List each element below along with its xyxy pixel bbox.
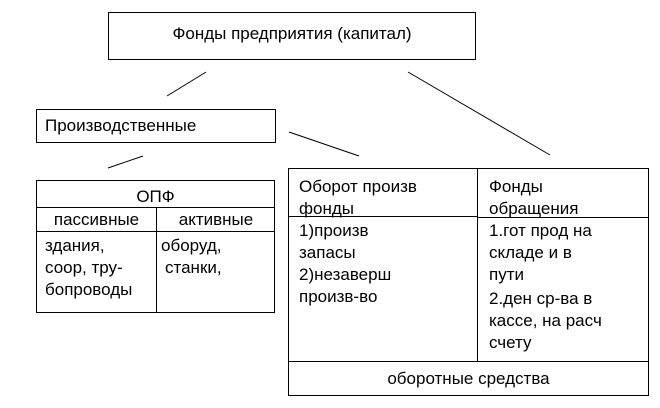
opf-header-divider [37, 207, 274, 208]
circulation-item-line: кассе, на расч [489, 311, 602, 330]
working-capital-column-divider [477, 169, 478, 361]
circulation-item-line: 2.ден ср-ва в [489, 289, 593, 308]
opf-passive-line: бопроводы [45, 280, 133, 299]
root-box: Фонды предприятия (капитал) [108, 12, 476, 60]
opf-table: ОПФ пассивные активные здания, соор, тру… [36, 180, 275, 313]
working-capital-label: оборотные средства [387, 369, 550, 388]
circulation-item-line: счету [489, 333, 532, 352]
turnover-header-divider [289, 216, 477, 217]
circulation-header-divider [477, 217, 648, 218]
connector-root-circulation [407, 71, 551, 156]
circulation-item-line: пути [489, 265, 524, 284]
root-label: Фонды предприятия (капитал) [172, 24, 412, 43]
connector-production-opf [107, 155, 144, 169]
circulation-title-line: обращения [489, 199, 579, 218]
opf-passive-header: пассивные [53, 210, 140, 229]
opf-body-divider [37, 231, 274, 232]
turnover-item-line: 1)произв [299, 221, 369, 240]
opf-title: ОПФ [136, 187, 175, 206]
circulation-item-line: 1.гот прод на [489, 221, 592, 240]
opf-passive-line: здания, [45, 236, 105, 255]
opf-column-divider [156, 207, 157, 312]
turnover-item-line: произв-во [299, 287, 378, 306]
opf-passive-line: соор, тру- [45, 258, 123, 277]
circulation-item-line: складе и в [489, 243, 572, 262]
opf-active-header: активные [178, 210, 254, 229]
connector-root-production [166, 71, 207, 97]
opf-active-line: станки, [165, 258, 222, 277]
turnover-title-line: Оборот произв [299, 177, 417, 196]
production-label: Производственные [45, 116, 197, 135]
production-box: Производственные [36, 109, 276, 143]
opf-active-line: оборуд, [161, 236, 222, 255]
circulation-title-line: Фонды [489, 177, 543, 196]
turnover-title-line: фонды [299, 199, 354, 218]
working-capital-table: Оборот произв фонды 1)произв запасы 2)не… [288, 168, 649, 396]
turnover-item-line: 2)незаверш [299, 265, 392, 284]
working-capital-footer-divider [289, 361, 648, 362]
connector-production-turnover [288, 131, 360, 157]
turnover-item-line: запасы [299, 243, 356, 262]
